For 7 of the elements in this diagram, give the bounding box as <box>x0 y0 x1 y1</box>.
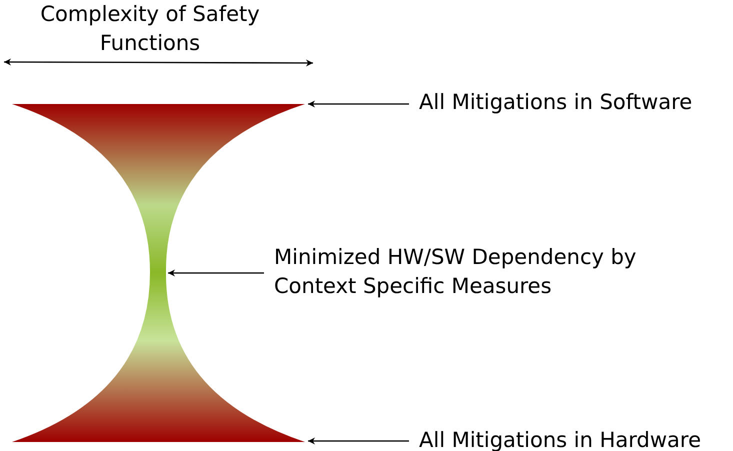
callout-text: Minimized HW/SW Dependency by Context Specific Measures <box>274 243 674 301</box>
leader-arrow <box>168 270 264 276</box>
callout-text: All Mitigations in Software <box>419 88 692 117</box>
leader-arrow <box>308 438 409 444</box>
leader-arrow <box>308 100 409 108</box>
axis-label: Complexity of Safety Functions <box>40 1 260 57</box>
callout-text: All Mitigations in Hardware <box>419 426 701 451</box>
